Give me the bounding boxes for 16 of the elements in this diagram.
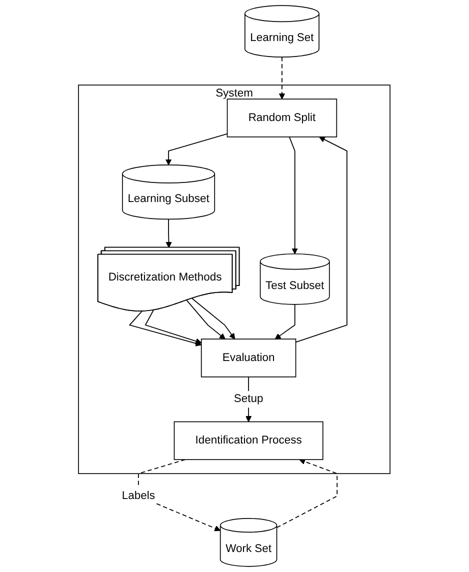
node-box: Random Split [227,98,338,138]
arrow [192,298,236,340]
node-box: Identification Process [174,421,324,460]
edge-label: Setup [234,393,264,405]
arrow [289,136,298,254]
arrow [276,458,338,528]
arrow [129,310,202,346]
edge-label: Labels [122,490,156,502]
arrow [186,300,226,340]
arrow [275,304,296,340]
arrow [145,310,202,344]
node-box: Evaluation [201,338,296,378]
arrow [296,136,348,343]
arrow [279,56,286,100]
arrow [166,218,172,248]
arrow [166,133,228,166]
